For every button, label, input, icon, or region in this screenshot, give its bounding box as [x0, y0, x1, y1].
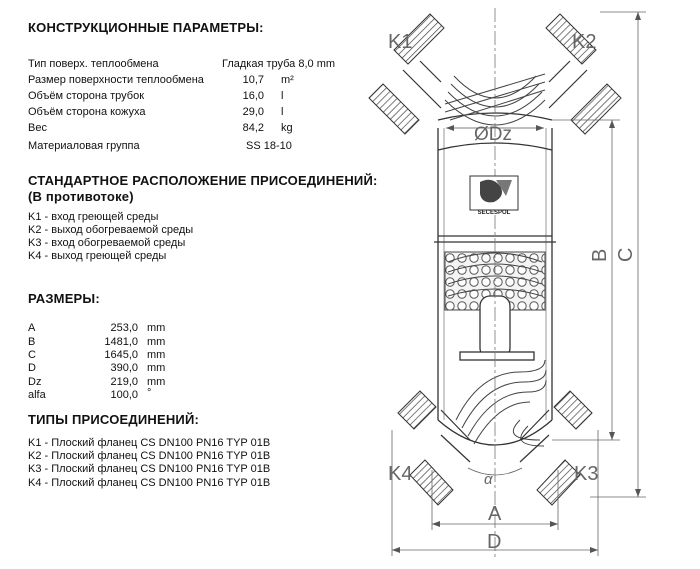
- layout-subheading: (В противотоке): [28, 189, 134, 204]
- dimensions-heading: РАЗМЕРЫ:: [28, 291, 100, 306]
- baffle: [459, 351, 535, 361]
- logo-text: SECESPOL: [478, 210, 511, 216]
- construction-label: Тип поверх. теплообмена: [28, 58, 159, 70]
- secespol-logo: SECESPOL: [469, 175, 519, 216]
- dimension-label: D: [28, 362, 36, 374]
- nozzle-k2: [545, 13, 622, 135]
- layout-item: K1 - вход греющей среды: [28, 211, 159, 223]
- construction-unit: l: [281, 90, 284, 102]
- dimension-label: Dz: [28, 376, 42, 388]
- nozzle-k1: [368, 13, 445, 135]
- nozzle-k3: [519, 390, 593, 506]
- layout-item: K4 - выход греющей среды: [28, 250, 167, 262]
- dimension-value: 100,0: [110, 389, 138, 401]
- dimension-label: B: [28, 336, 36, 348]
- label-b: B: [589, 249, 611, 262]
- label-dz: ØDz: [474, 124, 512, 145]
- nozzle-k4: [397, 390, 471, 506]
- alfa-arc: [467, 467, 523, 476]
- dimension-value: 390,0: [110, 362, 138, 374]
- dimension-unit: mm: [147, 336, 166, 348]
- construction-unit: m²: [281, 74, 294, 86]
- dimension-value: 1645,0: [104, 349, 138, 361]
- connection-item: K4 - Плоский фланец CS DN100 PN16 TYP 01…: [28, 477, 271, 489]
- construction-label: Вес: [28, 122, 47, 134]
- construction-label: Объём сторона кожуха: [28, 106, 146, 118]
- construction-value: Гладкая труба 8,0 mm: [222, 58, 336, 70]
- construction-unit: kg: [281, 122, 293, 134]
- construction-unit: l: [281, 106, 284, 118]
- dimension-unit: mm: [147, 322, 166, 334]
- dimension-arrows: [392, 12, 641, 553]
- dimension-label: A: [28, 322, 36, 334]
- connection-item: K3 - Плоский фланец CS DN100 PN16 TYP 01…: [28, 463, 271, 475]
- label-k4: K4: [388, 463, 412, 485]
- layout-item: K3 - вход обогреваемой среды: [28, 237, 186, 249]
- construction-value: 84,2: [242, 122, 264, 134]
- dimension-value: 1481,0: [104, 336, 138, 348]
- label-a: A: [488, 503, 502, 525]
- dimension-label: alfa: [28, 389, 46, 401]
- layout-heading: СТАНДАРТНОЕ РАСПОЛОЖЕНИЕ ПРИСОЕДИНЕНИЙ:: [28, 173, 378, 188]
- construction-value: 10,7: [242, 74, 264, 86]
- dimension-unit: °: [147, 387, 152, 399]
- construction-value: 29,0: [242, 106, 264, 118]
- construction-label: Размер поверхности теплообмена: [28, 74, 204, 86]
- dimension-unit: mm: [147, 349, 166, 361]
- label-k2: K2: [572, 31, 596, 53]
- label-k3: K3: [574, 463, 598, 485]
- connection-item: K2 - Плоский фланец CS DN100 PN16 TYP 01…: [28, 450, 271, 462]
- construction-value: SS 18-10: [246, 140, 292, 152]
- dimension-d: [391, 430, 599, 556]
- dimension-label: C: [28, 349, 36, 361]
- lower-tube-bundle: [455, 359, 547, 447]
- layout-item: K2 - выход обогреваемой среды: [28, 224, 194, 236]
- dimension-b: [552, 119, 620, 441]
- label-alfa: α: [484, 471, 493, 488]
- dimension-value: 219,0: [110, 376, 138, 388]
- construction-heading: КОНСТРУКЦИОННЫЕ ПАРАМЕТРЫ:: [28, 20, 264, 35]
- dimension-unit: mm: [147, 376, 166, 388]
- construction-value: 16,0: [242, 90, 264, 102]
- construction-label: Материаловая группа: [28, 140, 140, 152]
- label-k1: K1: [388, 31, 412, 53]
- dimension-a: [431, 470, 559, 530]
- connection-item: K1 - Плоский фланец CS DN100 PN16 TYP 01…: [28, 437, 271, 449]
- construction-label: Объём сторона трубок: [28, 90, 145, 102]
- dimension-value: 253,0: [110, 322, 138, 334]
- connections-heading: ТИПЫ ПРИСОЕДИНЕНИЙ:: [28, 412, 200, 427]
- label-c: C: [615, 248, 637, 262]
- label-d: D: [487, 531, 501, 553]
- dimension-unit: mm: [147, 362, 166, 374]
- dimension-c: [590, 11, 646, 498]
